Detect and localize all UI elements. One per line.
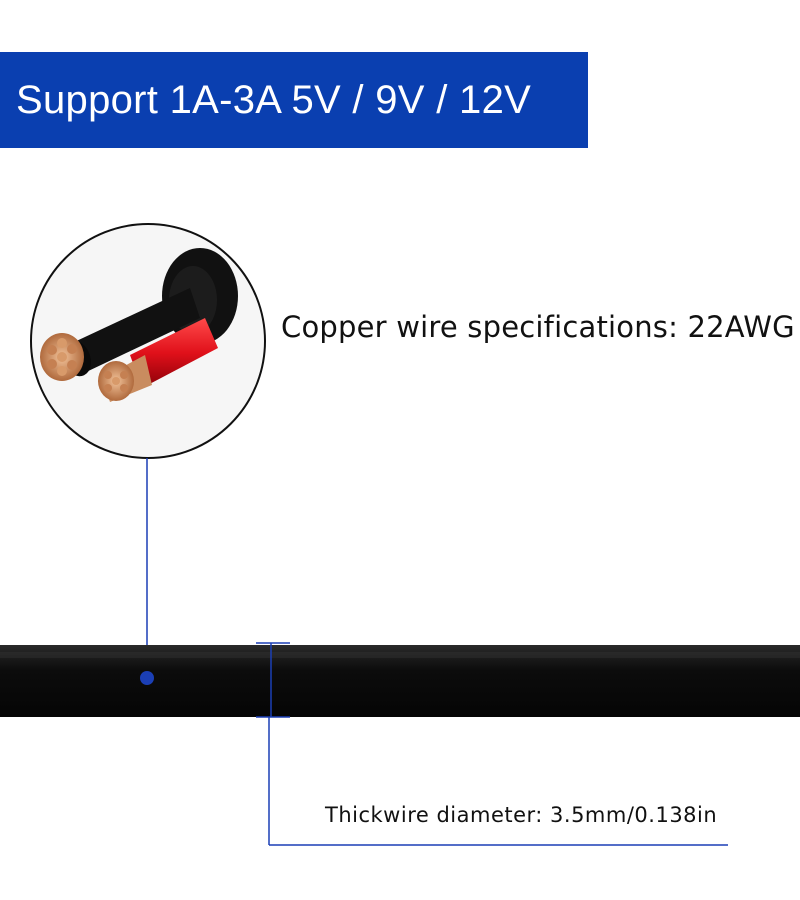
cable-cross-section-icon bbox=[0, 645, 800, 717]
copper-wire-closeup-icon bbox=[30, 223, 266, 459]
copper-spec-label: Copper wire specifications: 22AWG bbox=[281, 310, 795, 344]
diameter-marker bbox=[256, 642, 728, 846]
header-banner: Support 1A-3A 5V / 9V / 12V bbox=[0, 52, 588, 148]
banner-title: Support 1A-3A 5V / 9V / 12V bbox=[16, 77, 532, 122]
diameter-label: Thickwire diameter: 3.5mm/0.138in bbox=[325, 803, 718, 827]
marker-dot bbox=[140, 671, 154, 685]
